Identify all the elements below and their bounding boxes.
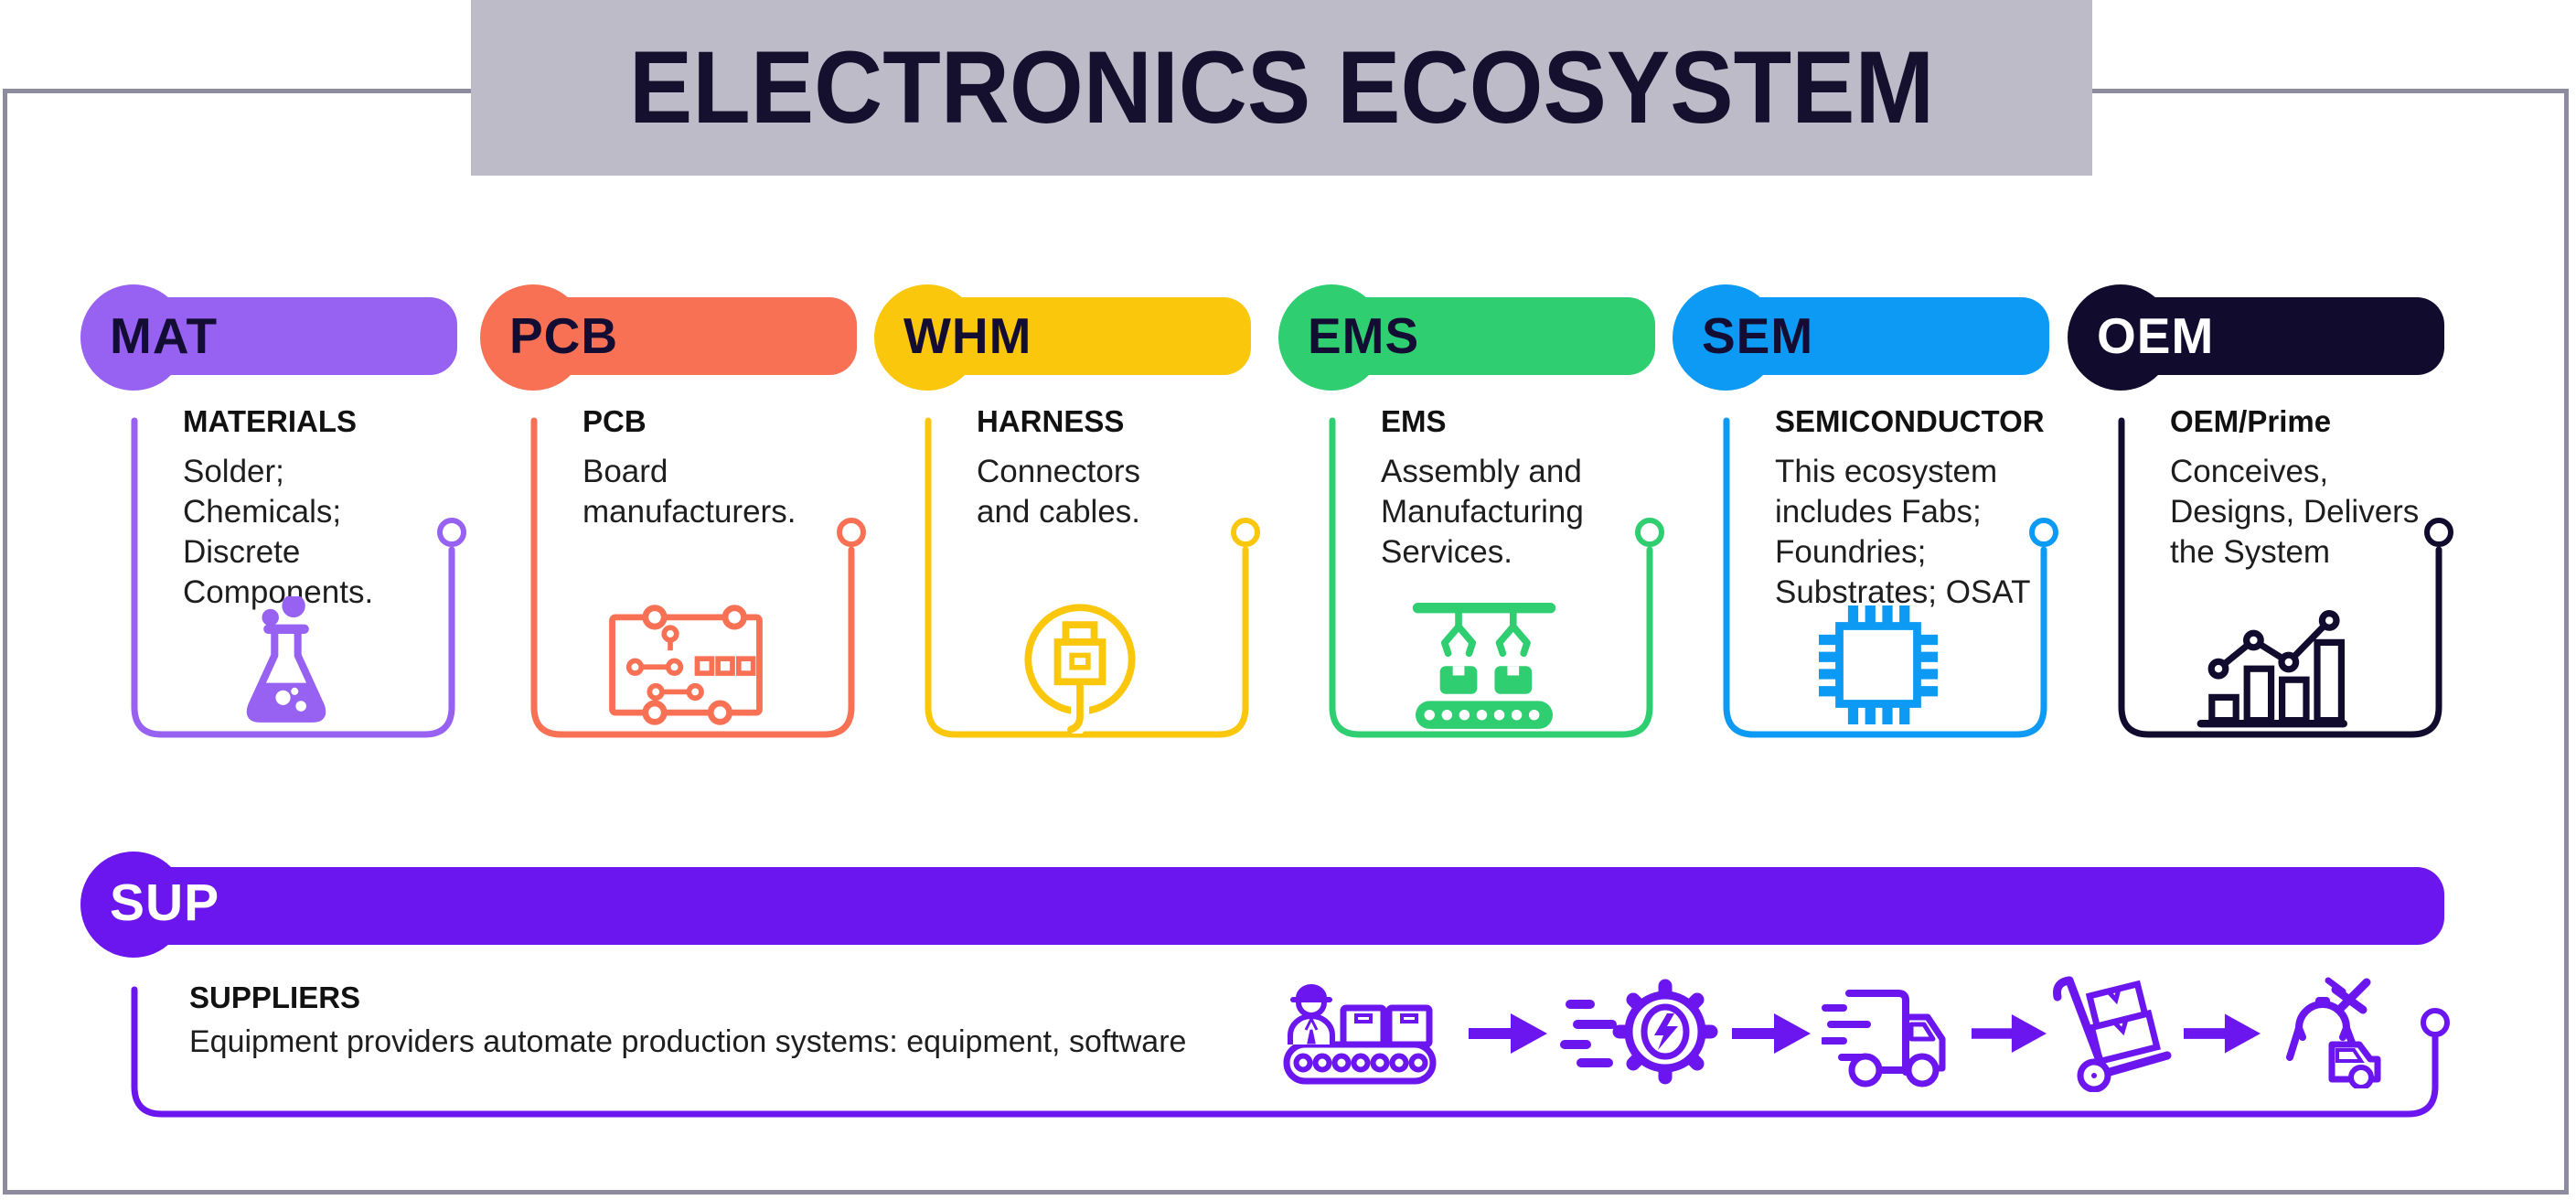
suppliers-description: Equipment providers automate production … [189, 1024, 1187, 1059]
microchip-icon [1801, 596, 1956, 734]
assembly-robot-icon [1406, 596, 1562, 734]
speed-gear-icon [1557, 973, 1722, 1090]
card-ems: EMS Assembly and Manufacturing Services. [1278, 402, 1672, 750]
pill-bar [2121, 297, 2444, 375]
pill-label-mat: MAT [110, 307, 219, 364]
card-body: Board manufacturers. [583, 454, 796, 530]
flask-icon [208, 596, 364, 734]
pill-label-whm: WHM [903, 307, 1032, 364]
card-oem: OEM/Prime Conceives, Designs, Delivers t… [2068, 402, 2461, 750]
pill-label-sem: SEM [1702, 307, 1814, 364]
pill-bar [134, 297, 457, 375]
pill-bar [533, 297, 857, 375]
title-banner: ELECTRONICS ECOSYSTEM [471, 0, 2092, 176]
pill-bar [134, 867, 2444, 945]
card-body: Solder; Chemicals; Discrete Components. [183, 454, 374, 610]
growth-chart-icon [2196, 596, 2351, 734]
pill-label-oem: OEM [2097, 307, 2215, 364]
card-connector-outline [1723, 417, 2058, 738]
card-heading: OEM/Prime [2170, 404, 2332, 438]
factory-worker-icon [1283, 971, 1460, 1085]
card-suppliers: SUPPLIERS Equipment providers automate p… [80, 970, 2476, 1139]
circuit-board-icon [608, 596, 764, 734]
pill-ems: EMS [1278, 284, 1655, 391]
pill-bar [1726, 297, 2049, 375]
page-title: ELECTRONICS ECOSYSTEM [628, 29, 1935, 145]
card-connector-outline [925, 417, 1260, 738]
suppliers-connector-outline [131, 986, 2450, 1118]
pill-pcb: PCB [480, 284, 857, 391]
pill-sup: SUP [80, 852, 2444, 959]
card-harness: HARNESS Connectors and cables. [874, 402, 1267, 750]
pill-bar [1331, 297, 1655, 375]
pill-whm: WHM [874, 284, 1251, 391]
card-heading: SEMICONDUCTOR [1775, 404, 2045, 438]
card-body: This ecosystem includes Fabs; Foundries;… [1775, 454, 2031, 610]
card-heading: EMS [1381, 404, 1447, 438]
card-body: Connectors and cables. [977, 454, 1141, 530]
pill-label-pcb: PCB [509, 307, 619, 364]
card-heading: HARNESS [977, 404, 1125, 438]
card-connector-outline [1329, 417, 1664, 738]
card-heading: MATERIALS [183, 404, 358, 438]
card-connector-outline [2118, 417, 2453, 738]
card-connector-outline [131, 417, 466, 738]
delivery-truck-icon [1822, 982, 1966, 1088]
suppliers-heading: SUPPLIERS [189, 980, 361, 1014]
card-materials: MATERIALS Solder; Chemicals; Discrete Co… [80, 402, 474, 750]
arrow-right-icon [1972, 1013, 2047, 1054]
card-semiconductor: SEMICONDUCTOR This ecosystem includes Fa… [1673, 402, 2066, 750]
card-pcb: PCB Board manufacturers. [480, 402, 873, 750]
pill-mat: MAT [80, 284, 457, 391]
product-delivery-icon [2275, 968, 2390, 1088]
card-connector-outline [530, 417, 866, 738]
card-body: Assembly and Manufacturing Services. [1381, 454, 1584, 570]
hand-truck-icon [2047, 968, 2182, 1092]
arrow-right-icon [2184, 1013, 2261, 1054]
pill-oem: OEM [2068, 284, 2444, 391]
arrow-right-icon [1732, 1013, 1811, 1054]
card-body: Conceives, Designs, Delivers the System [2170, 454, 2420, 570]
usb-connector-icon [1002, 596, 1158, 734]
card-heading: PCB [583, 404, 647, 438]
pill-sem: SEM [1673, 284, 2049, 391]
arrow-right-icon [1469, 1013, 1547, 1054]
pill-label-ems: EMS [1308, 307, 1420, 364]
pill-bar [927, 297, 1251, 375]
pill-label-sup: SUP [110, 873, 220, 932]
